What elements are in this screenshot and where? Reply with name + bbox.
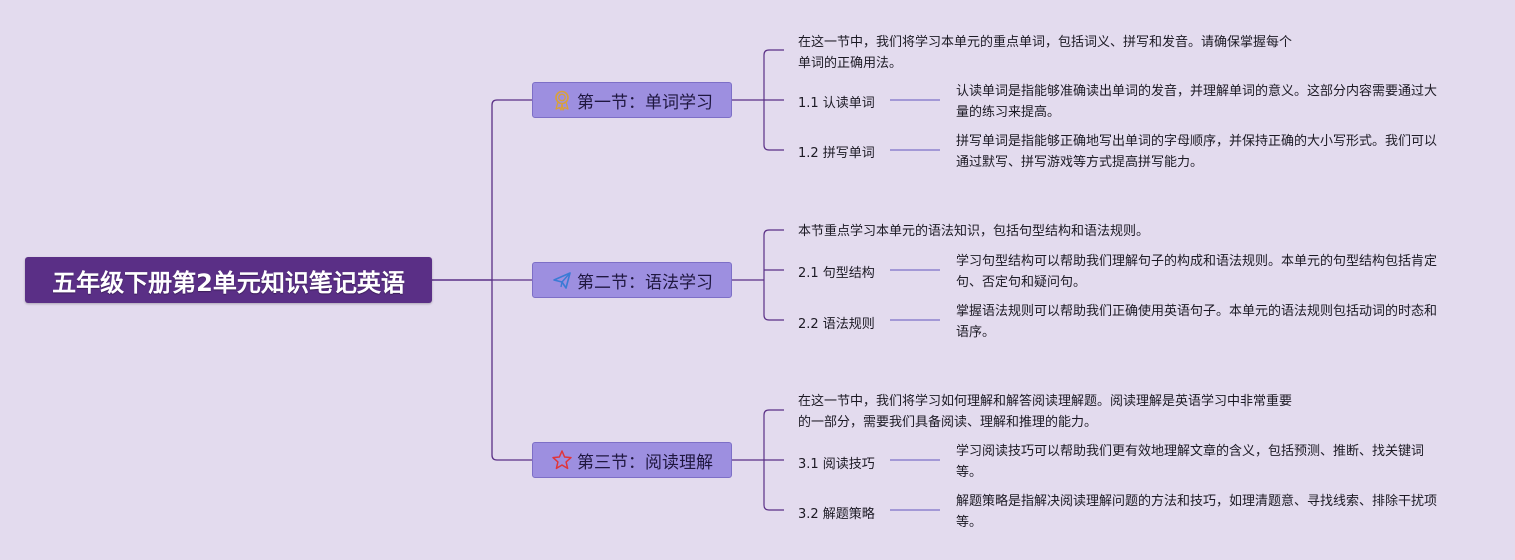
item-description: 拼写单词是指能够正确地写出单词的字母顺序，并保持正确的大小写形式。我们可以通过默… (956, 134, 1438, 170)
item-description: 掌握语法规则可以帮助我们正确使用英语句子。本单元的语法规则包括动词的时态和语序。 (956, 304, 1438, 340)
item-label[interactable]: 1.2 拼写单词 (798, 146, 875, 161)
award-ribbon-icon (551, 89, 573, 111)
paper-plane-icon (551, 269, 573, 291)
item-label[interactable]: 2.2 语法规则 (798, 317, 875, 332)
root-title: 五年级下册第2单元知识笔记英语 (52, 268, 405, 297)
item-label[interactable]: 3.2 解题策略 (798, 507, 875, 522)
item-label[interactable]: 3.1 阅读技巧 (798, 457, 875, 472)
section-title: 第二节：语法学习 (577, 272, 713, 293)
item-description: 认读单词是指能够准确读出单词的发音，并理解单词的意义。这部分内容需要通过大量的练… (956, 84, 1438, 120)
item-description: 学习阅读技巧可以帮助我们更有效地理解文章的含义，包括预测、推断、找关键词等。 (956, 444, 1425, 480)
section-node-reading[interactable]: 第三节：阅读理解 (532, 442, 732, 478)
section-title: 第一节：单词学习 (577, 92, 713, 113)
section-2-trunk (763, 229, 784, 321)
item-description: 学习句型结构可以帮助我们理解句子的构成和语法规则。本单元的句型结构包括肯定句、否… (956, 254, 1438, 290)
section-1-trunk (763, 49, 784, 151)
item-description: 解题策略是指解决阅读理解问题的方法和技巧，如理清题意、寻找线索、排除干扰项等。 (956, 494, 1438, 530)
section-intro: 在这一节中，我们将学习如何理解和解答阅读理解题。阅读理解是英语学习中非常重要的一… (798, 394, 1293, 430)
section-node-vocabulary[interactable]: 第一节：单词学习 (532, 82, 732, 118)
section-node-grammar[interactable]: 第二节：语法学习 (532, 262, 732, 298)
root-topic[interactable]: 五年级下册第2单元知识笔记英语 (25, 257, 432, 303)
section-title: 第三节：阅读理解 (577, 452, 713, 473)
root-trunk (491, 99, 532, 461)
star-icon (551, 449, 573, 471)
item-label[interactable]: 1.1 认读单词 (798, 96, 875, 111)
section-3-trunk (763, 409, 784, 511)
item-label[interactable]: 2.1 句型结构 (798, 266, 875, 281)
section-intro: 本节重点学习本单元的语法知识，包括句型结构和语法规则。 (798, 224, 1150, 239)
section-intro: 在这一节中，我们将学习本单元的重点单词，包括词义、拼写和发音。请确保掌握每个单词… (798, 35, 1293, 71)
